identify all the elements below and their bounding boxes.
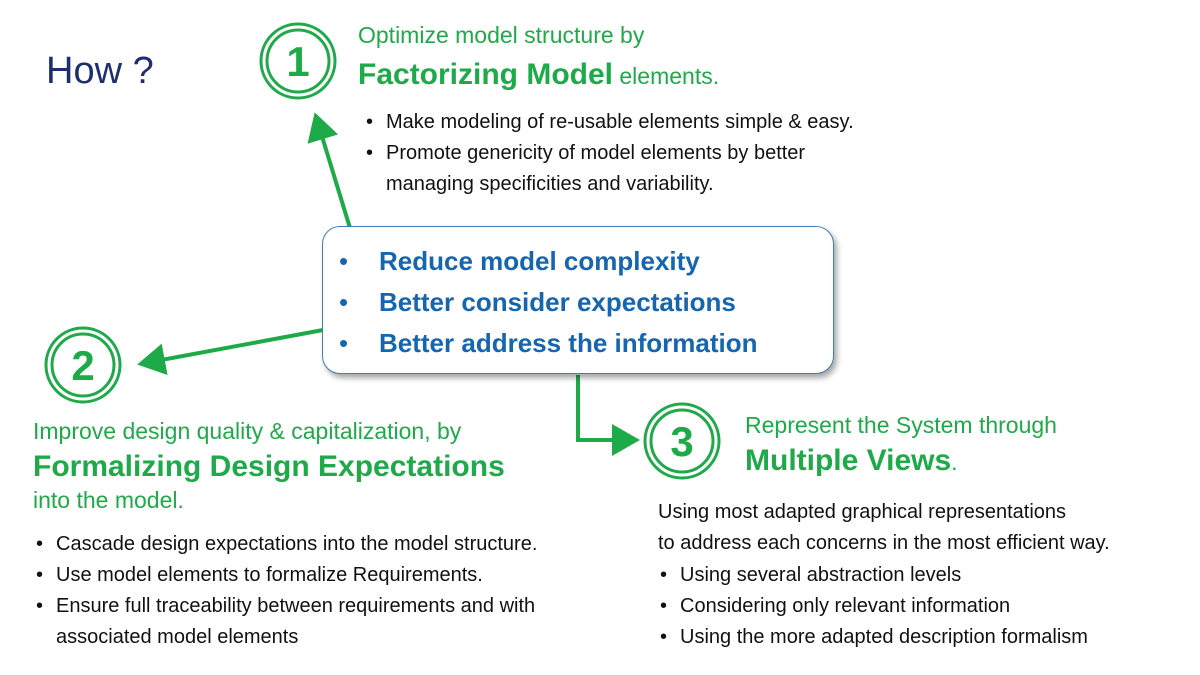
- step-3-heading-line1: Represent the System through: [745, 412, 1057, 438]
- center-goal-item: Reduce model complexity: [323, 241, 833, 282]
- center-goals-list: Reduce model complexity Better consider …: [323, 227, 833, 364]
- step-2-heading-line1: Improve design quality & capitalization,…: [33, 418, 462, 444]
- list-item: Use model elements to formalize Requirem…: [34, 560, 634, 591]
- list-item-continuation: associated model elements: [56, 626, 299, 648]
- arrow-to-step-2: [137, 328, 324, 376]
- step-1-heading-line1: Optimize model structure by: [358, 22, 645, 48]
- step-3-bold: Multiple Views: [745, 444, 952, 477]
- circle-1: [259, 22, 337, 100]
- list-item: Make modeling of re-usable elements simp…: [364, 107, 964, 138]
- list-item: Using several abstraction levels: [658, 560, 1198, 591]
- step-2-bullets: Cascade design expectations into the mod…: [34, 529, 634, 653]
- step-3-heading-line2: Multiple Views.: [745, 444, 958, 478]
- list-item: Using the more adapted description forma…: [658, 622, 1198, 653]
- step-1-number: 1: [286, 38, 310, 85]
- step-1-bullets: Make modeling of re-usable elements simp…: [364, 107, 964, 200]
- step-3-number: 3: [670, 418, 694, 465]
- step-3-intro-line: Using most adapted graphical representat…: [658, 501, 1067, 523]
- circle-2: [44, 326, 122, 404]
- list-item: Considering only relevant information: [658, 591, 1198, 622]
- step-3-intro: Using most adapted graphical representat…: [658, 497, 1110, 559]
- list-item: Promote genericity of model elements by …: [364, 138, 964, 169]
- step-3-intro-line: to address each concerns in the most eff…: [658, 532, 1110, 554]
- how-label: How ?: [46, 50, 154, 92]
- list-item: Ensure full traceability between require…: [34, 591, 634, 622]
- center-goals-box: Reduce model complexity Better consider …: [322, 226, 834, 374]
- arrow-to-step-1: [307, 112, 352, 229]
- step-3-bullets: Using several abstraction levels Conside…: [658, 560, 1198, 653]
- step-1-bold: Factorizing Model: [358, 58, 613, 91]
- step-2-bold: Formalizing Design Expectations: [33, 450, 505, 483]
- circle-3: [643, 402, 721, 480]
- step-1-rest: elements.: [613, 63, 720, 89]
- list-item: Cascade design expectations into the mod…: [34, 529, 634, 560]
- list-item-continuation: managing specificities and variability.: [386, 173, 714, 195]
- center-goal-item: Better consider expectations: [323, 282, 833, 323]
- step-3-rest: .: [951, 449, 958, 475]
- center-goal-item: Better address the information: [323, 323, 833, 364]
- step-2-heading-line3: into the model.: [33, 487, 184, 513]
- arrow-to-step-3: [576, 375, 640, 456]
- step-1-heading-line2: Factorizing Model elements.: [358, 58, 719, 92]
- step-2-number: 2: [71, 342, 95, 389]
